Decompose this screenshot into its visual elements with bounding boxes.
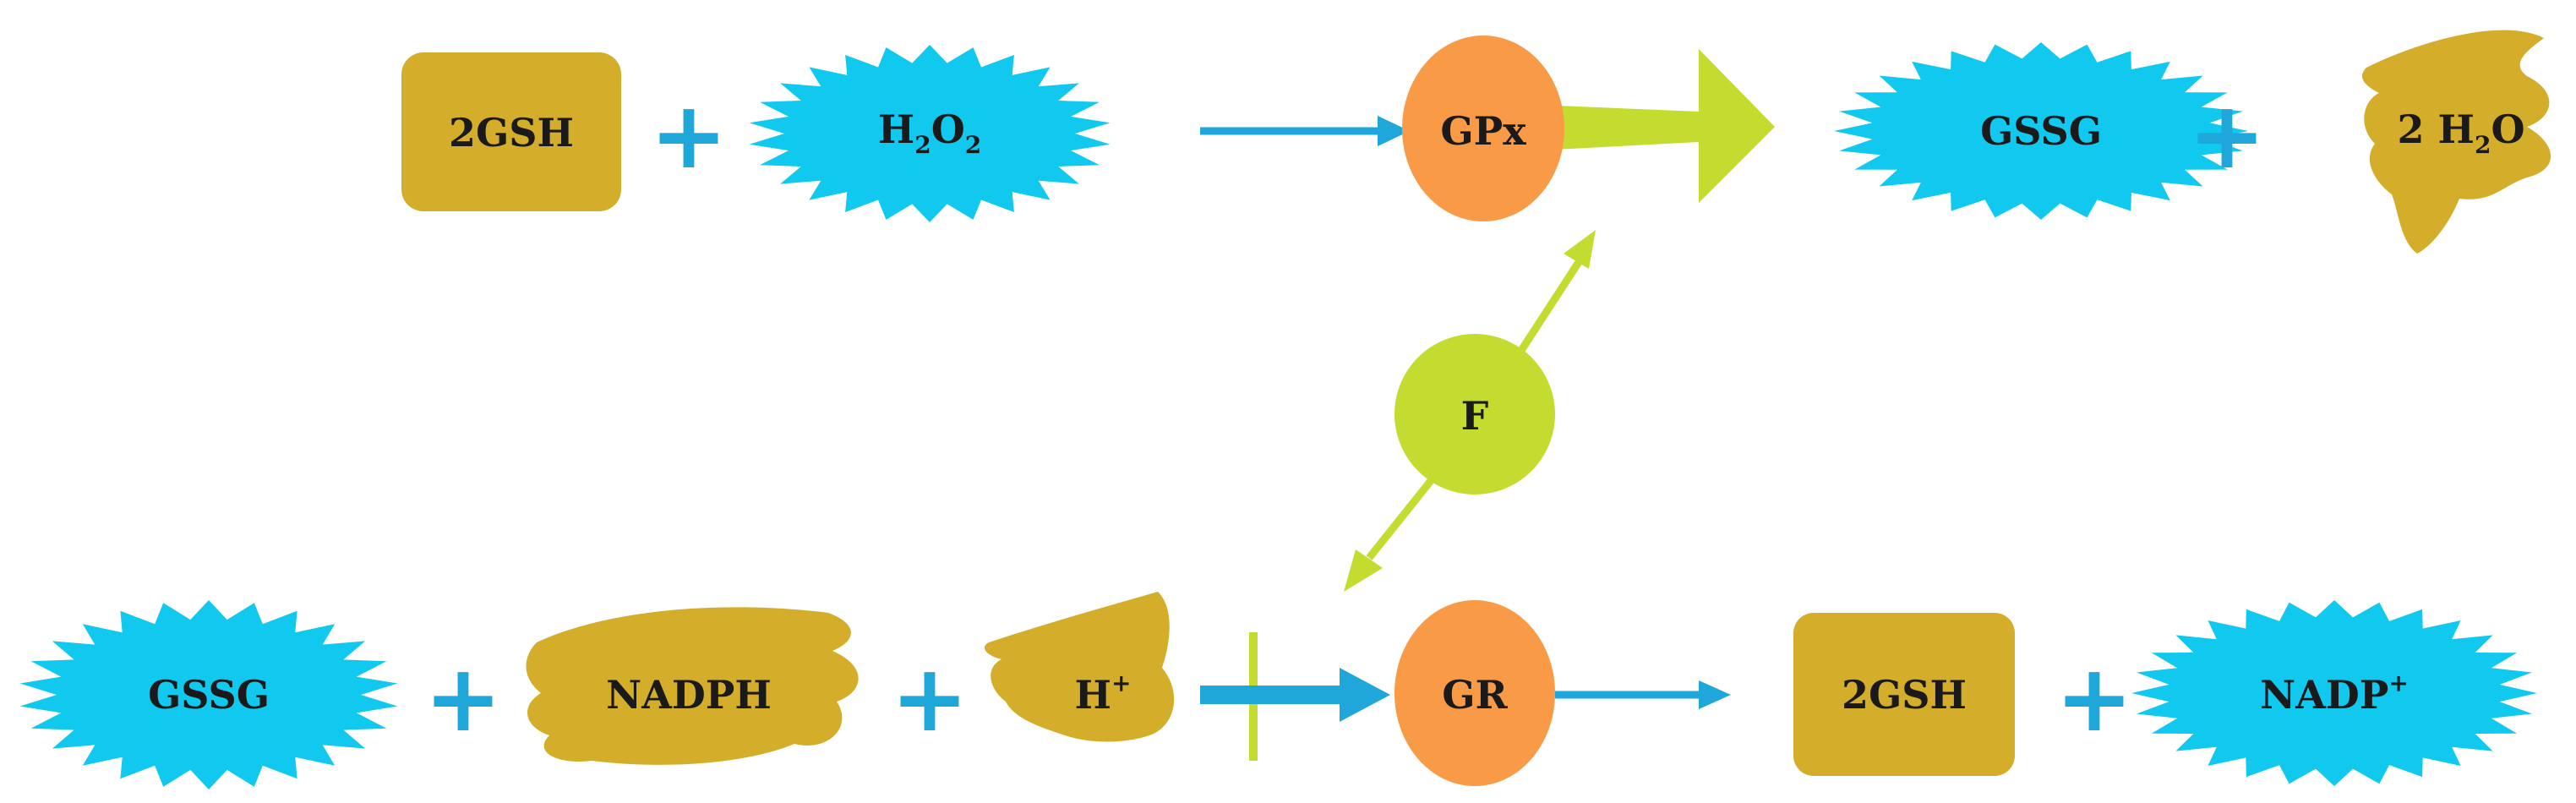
gpx-product-arrow	[1538, 49, 1775, 203]
bottom-reactant-h-label: H+	[1074, 669, 1132, 718]
bottom-reaction-arrowhead	[1340, 668, 1390, 722]
factor-arrowhead-up	[1564, 230, 1596, 269]
factor-label: F	[1460, 393, 1489, 439]
bottom-plus-3: +	[2055, 644, 2134, 752]
gr-enzyme-label: GR	[1442, 672, 1508, 718]
factor-node	[1394, 334, 1555, 494]
bottom-nadp-star	[2131, 600, 2537, 786]
gpx-enzyme	[1402, 36, 1564, 221]
bottom-reactant-nadph-label: NADPH	[606, 672, 772, 718]
top-reactant-h2o2-label: H2O2	[877, 107, 982, 159]
bottom-gssg-star	[19, 600, 398, 789]
gr-product-arrowhead	[1699, 680, 1731, 709]
top-plus-2: +	[2187, 81, 2267, 189]
gpx-enzyme-label: GPx	[1440, 108, 1526, 154]
gr-enzyme	[1394, 600, 1555, 786]
top-plus-1: +	[649, 81, 729, 189]
bottom-product-2gsh-label: 2GSH	[1842, 672, 1967, 718]
factor-arrowhead-down	[1344, 549, 1383, 592]
top-2gsh-box	[401, 52, 621, 211]
factor-arrow-down	[1366, 471, 1440, 560]
bottom-2gsh-box	[1793, 613, 2015, 776]
top-product-gssg-label: GSSG	[1980, 108, 2102, 154]
top-reaction-arrowhead	[1378, 116, 1410, 146]
top-h2o2-star	[749, 45, 1111, 222]
top-reactant-2gsh-label: 2GSH	[449, 110, 574, 156]
top-product-water-label: 2 H2O	[2397, 107, 2525, 159]
bottom-reactant-gssg-label: GSSG	[148, 672, 270, 718]
bottom-nadph-smear	[526, 607, 859, 765]
bottom-h-smear	[985, 592, 1175, 742]
top-water-smear	[2362, 30, 2551, 254]
bottom-product-nadp-label: NADP+	[2260, 669, 2409, 718]
bottom-plus-2: +	[890, 644, 969, 752]
top-gssg-star	[1834, 42, 2248, 220]
factor-arrow-up	[1509, 259, 1582, 366]
bottom-plus-1: +	[423, 644, 503, 752]
